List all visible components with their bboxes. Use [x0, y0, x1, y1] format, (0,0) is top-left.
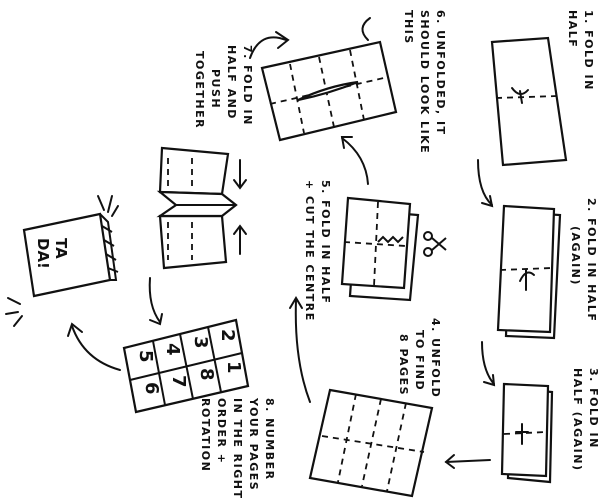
flow-arrow-icon [71, 325, 121, 371]
step-4-sheet [308, 388, 434, 498]
flow-arrow-icon [445, 459, 491, 463]
step-3-line-1: 3. FOLD IN [587, 368, 600, 449]
sparkle-icon [5, 297, 23, 327]
page-number-1: 1 [223, 361, 244, 374]
page-number-3: 3 [190, 336, 211, 349]
step-6-label: 6. UNFOLDED, IT SHOULD LOOK LIKE THIS [402, 10, 447, 154]
step-2-label: 2. FOLD IN HALF (AGAIN) [569, 198, 598, 322]
step-6-line-2: SHOULD LOOK LIKE [418, 10, 431, 154]
step-4-line-1: 4. UNFOLD [429, 318, 442, 398]
step-6-sheet [260, 40, 398, 142]
step-4-label: 4. UNFOLD TO FIND 8 PAGES [397, 318, 442, 398]
page-number-7: 7 [168, 375, 189, 388]
page-number-6: 6 [141, 382, 162, 395]
step-2-sheet [496, 204, 562, 340]
flow-arrow-icon [249, 36, 287, 59]
finished-book: TA DA! [5, 195, 119, 327]
step-1-line-1: 1. FOLD IN [582, 10, 595, 91]
page-number-5: 5 [135, 350, 156, 363]
flow-arrow-icon [294, 299, 311, 403]
page-number-8: 8 [196, 368, 217, 381]
flow-arrow-icon [477, 159, 493, 206]
step-7-line-4: TOGETHER [193, 51, 206, 129]
sparkle-icon [97, 195, 119, 217]
tada-line-2: DA! [34, 238, 52, 269]
step-5-sheet [340, 196, 447, 302]
step-7-booklet [156, 146, 247, 270]
scissors-icon [423, 231, 447, 257]
step-8-line-3: IN THE RIGHT [231, 398, 244, 499]
flow-arrows [67, 17, 496, 469]
step-5-line-2: + CUT THE CENTRE [303, 180, 316, 322]
step-3-label: 3. FOLD IN HALF (AGAIN) [571, 368, 600, 471]
flow-arrow-icon [148, 277, 161, 323]
step-8-line-4: ORDER + [215, 398, 228, 464]
page-number-4: 4 [162, 343, 183, 356]
step-3-sheet [500, 382, 554, 484]
step-4-line-3: 8 PAGES [397, 334, 410, 396]
step-6-line-1: 6. UNFOLDED, IT [434, 10, 447, 136]
push-arrow-icon [233, 159, 247, 190]
step-6-line-3: THIS [402, 10, 415, 45]
step-8-line-2: YOUR PAGES [247, 397, 260, 491]
tada-line-1: TA [52, 238, 70, 259]
step-8-label: 8. NUMBER YOUR PAGES IN THE RIGHT ORDER … [199, 397, 276, 499]
step-2-line-2: (AGAIN) [569, 226, 582, 286]
step-8-line-5: ROTATION [199, 398, 212, 472]
step-5-label: 5. FOLD IN HALF + CUT THE CENTRE [303, 180, 332, 322]
step-8-sheet: 5 4 3 2 6 7 8 1 [122, 318, 250, 414]
step-7-line-3: PUSH [209, 69, 222, 109]
centre-slit [297, 80, 359, 102]
flow-arrow-icon [481, 341, 495, 385]
step-1-line-2: HALF [566, 10, 579, 48]
step-7-line-1: 7. FOLD IN [241, 45, 254, 126]
step-4-line-2: TO FIND [413, 330, 426, 391]
step-1-label: 1. FOLD IN HALF [566, 10, 595, 91]
page-number-2: 2 [217, 329, 238, 342]
step-3-line-2: HALF (AGAIN) [571, 368, 584, 471]
flow-arrow-icon [341, 137, 369, 185]
step-1-sheet [490, 36, 568, 167]
push-arrow-icon [233, 224, 247, 255]
step-2-line-1: 2. FOLD IN HALF [585, 198, 598, 322]
step-5-line-1: 5. FOLD IN HALF [319, 180, 332, 304]
step-8-line-1: 8. NUMBER [263, 398, 276, 481]
step-7-label: 7. FOLD IN HALF AND PUSH TOGETHER [193, 45, 254, 129]
cut-line [377, 235, 404, 244]
step-7-line-2: HALF AND [225, 45, 238, 120]
